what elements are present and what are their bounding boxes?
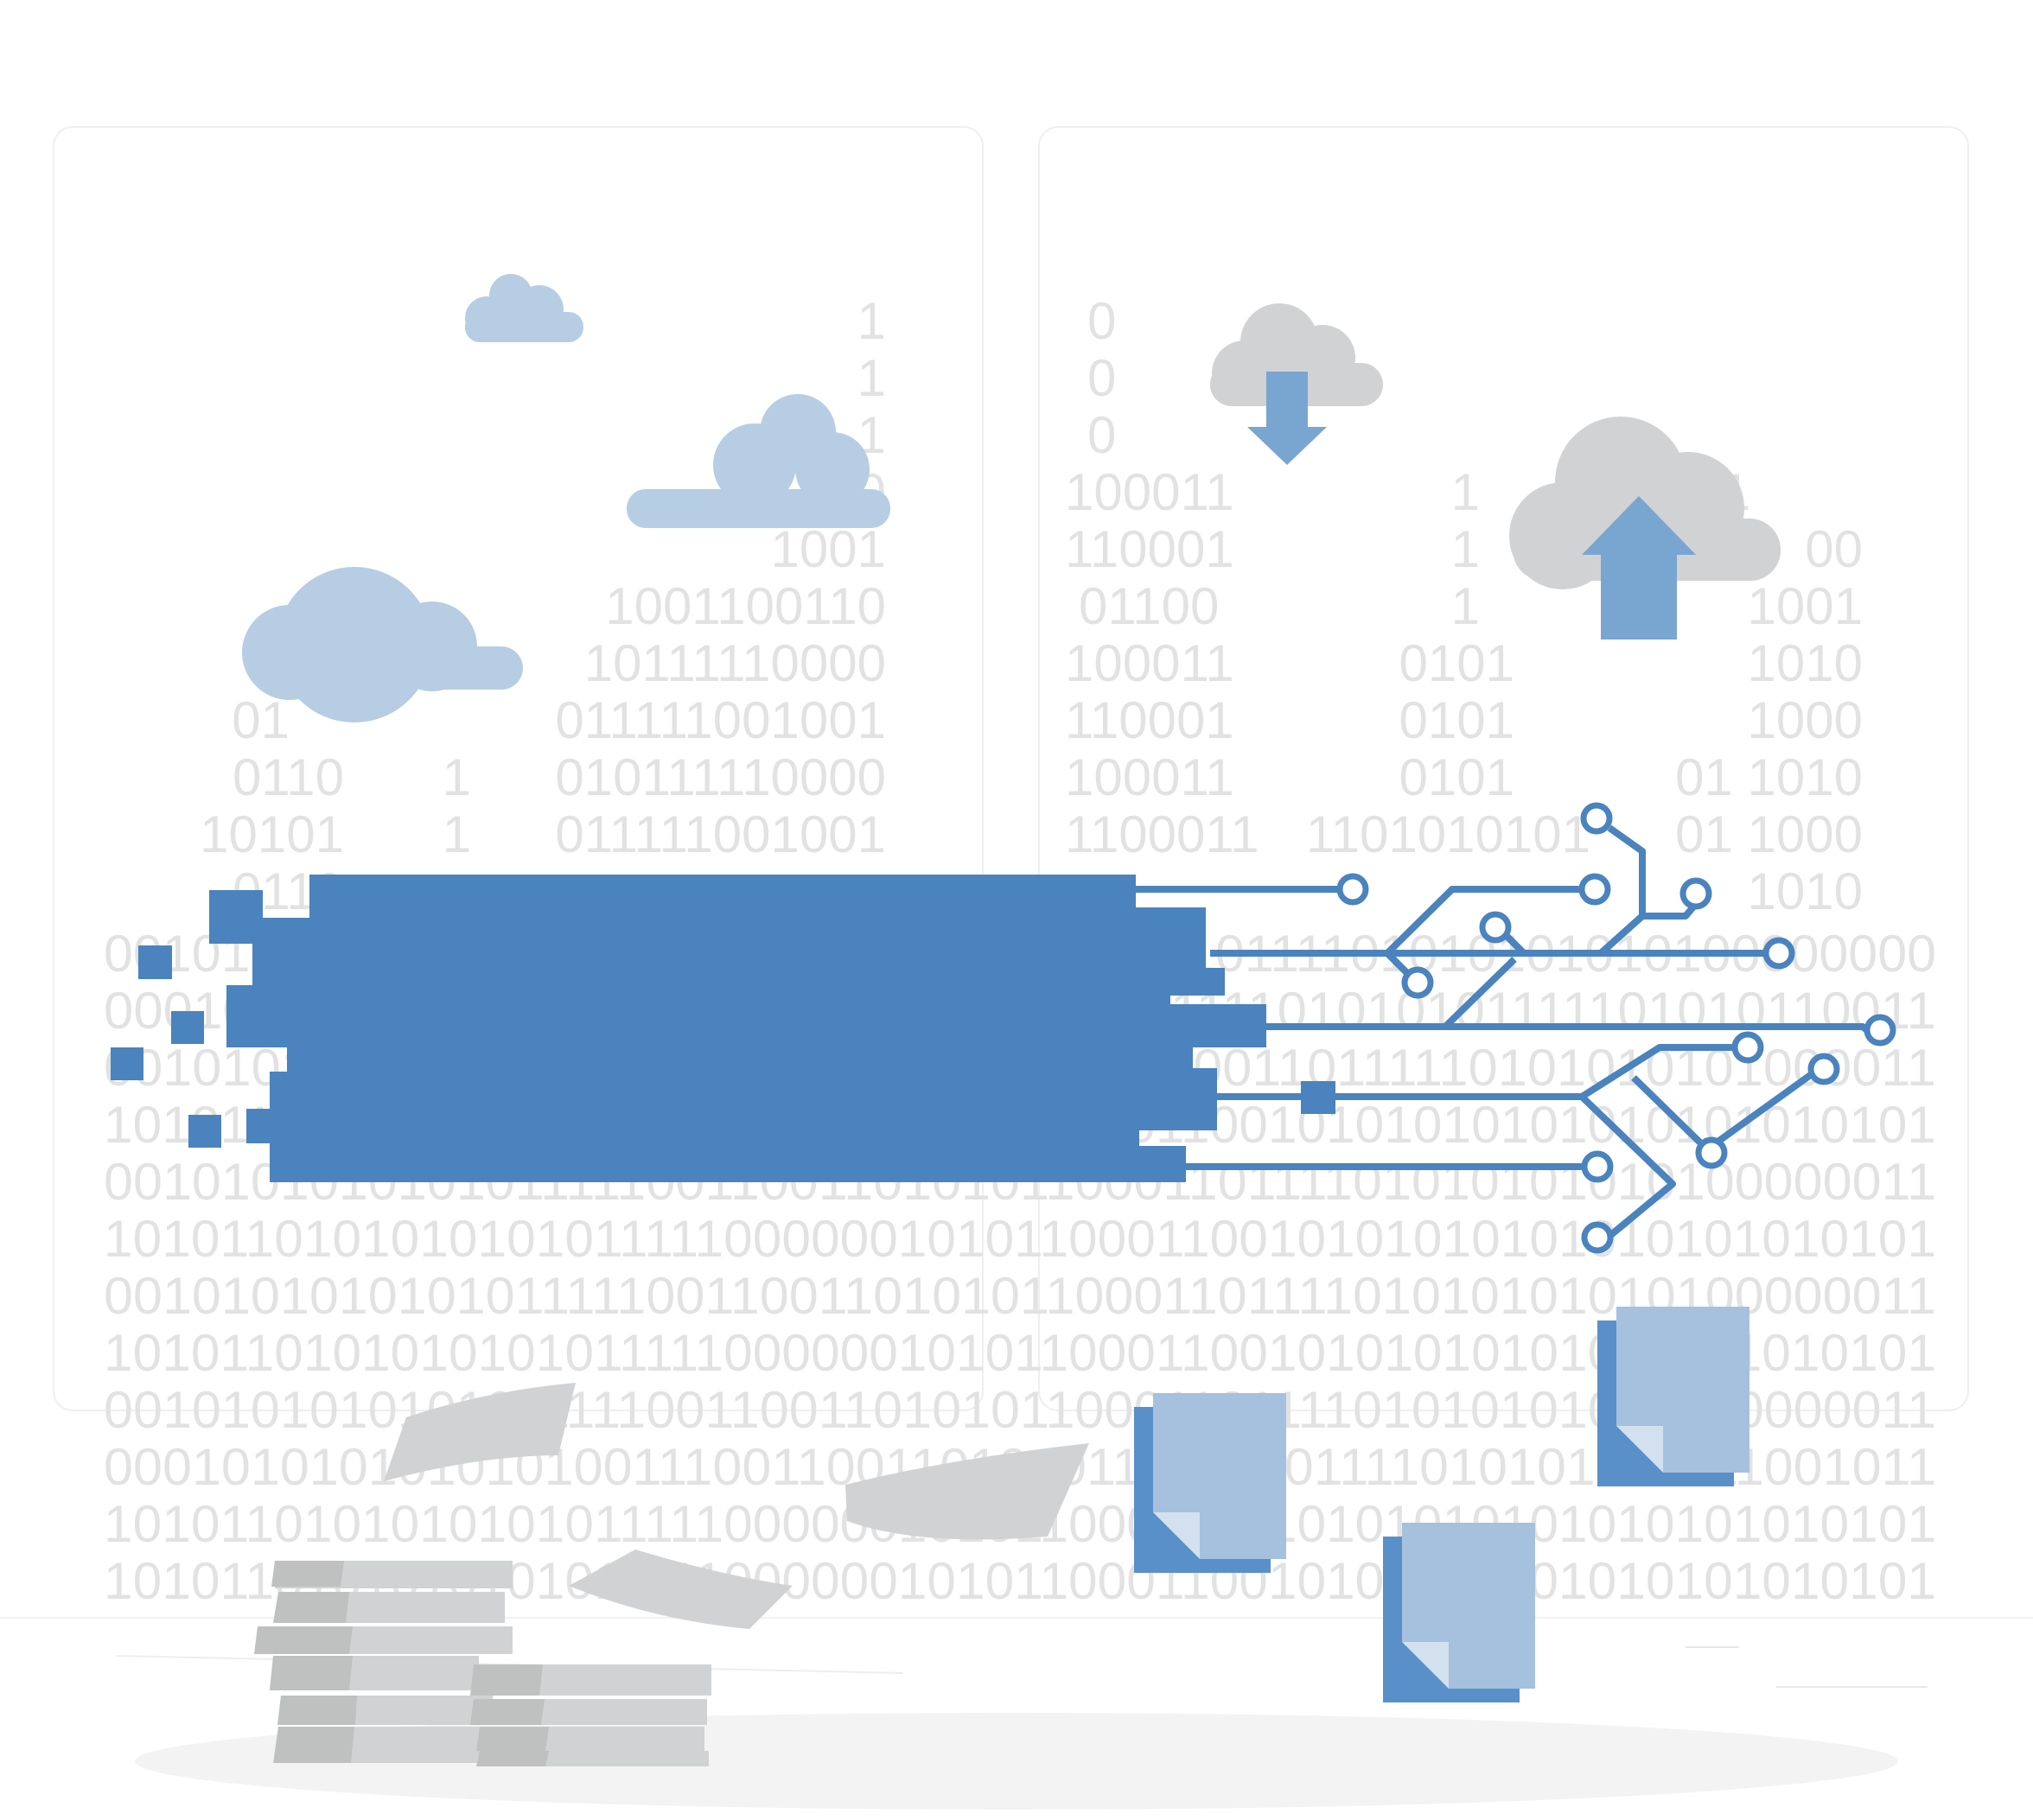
- circuit-node: [1479, 911, 1512, 944]
- left-clouds: [242, 274, 890, 722]
- circuit-node: [1336, 873, 1369, 906]
- paper-stack-icon: [254, 1561, 513, 1763]
- circuit-node: [1581, 1221, 1614, 1254]
- circuit-nodes: [1336, 802, 1896, 1254]
- document-icon: [1383, 1523, 1535, 1702]
- circuit-node: [1578, 873, 1611, 906]
- binary-line: 011111001001: [555, 805, 886, 863]
- paper-stack-icon: [470, 1664, 711, 1766]
- circuit-node: [1807, 1053, 1840, 1085]
- binary-line: 1: [443, 748, 471, 806]
- binary-line: 0: [1087, 292, 1116, 350]
- binary-line: 00: [1805, 520, 1863, 578]
- flying-paper: [569, 1550, 793, 1629]
- binary-line: 1: [857, 292, 886, 350]
- binary-line: 1: [1451, 520, 1480, 578]
- binary-line: 1000: [1748, 691, 1863, 749]
- binary-line: 0101: [1399, 634, 1514, 692]
- binary-line: 1: [1451, 463, 1480, 521]
- binary-line: 100011: [1065, 748, 1234, 806]
- binary-line: 1101010101: [1306, 805, 1590, 863]
- binary-line: 1: [1451, 577, 1480, 635]
- circuit-node: [1580, 802, 1613, 835]
- circuit-node: [1695, 1136, 1728, 1169]
- binary-line: 100011: [1065, 463, 1234, 521]
- cloud-upload-icon: [1509, 417, 1781, 640]
- binary-line: 01 1010: [1675, 748, 1863, 806]
- binary-line: 0110: [233, 748, 344, 806]
- binary-line: 0101: [1399, 748, 1514, 806]
- circuit-node: [1401, 966, 1434, 999]
- binary-right-column-c: 1 00 1001 1010 1000 01 1010 01 1000 1010: [1675, 463, 1863, 920]
- binary-line: 1: [443, 805, 471, 863]
- binary-line: 010111110000: [555, 748, 886, 806]
- binary-line: 0101: [1399, 691, 1514, 749]
- binary-row: 1010110101010101011111000000101011000110…: [104, 1210, 1936, 1268]
- circuit-node: [1581, 1150, 1614, 1183]
- cloud-download-icon: [1210, 303, 1383, 465]
- circuit-node: [1679, 877, 1712, 910]
- binary-line: 1010: [1748, 862, 1863, 920]
- binary-line: 01100: [1079, 577, 1219, 635]
- binary-line: 0: [1087, 406, 1116, 464]
- binary-line: 1100011: [1065, 805, 1259, 863]
- circuit-node: [1864, 1014, 1896, 1047]
- flying-papers: [384, 1383, 1089, 1629]
- binary-line: 10111110000: [584, 634, 886, 692]
- cloud-icon: [242, 567, 523, 722]
- binary-line: 10101: [200, 805, 344, 863]
- binary-line: 1001: [771, 520, 886, 578]
- binary-left-column: 1 1 1 0 1001 1001100110 10111110000 0111…: [555, 292, 886, 863]
- document-icon: [1134, 1393, 1286, 1573]
- binary-line: 01 1000: [1675, 805, 1863, 863]
- binary-line: 1001100110: [605, 577, 886, 635]
- binary-right-column-a: 0 0 0 100011 110001 01100 100011 110001 …: [1065, 292, 1259, 863]
- pixel-banner: [111, 875, 1335, 1182]
- binary-right-column-b: 1 1 1 0101 0101 0101 1101010101: [1306, 463, 1590, 863]
- binary-line: 011111001001: [555, 691, 886, 749]
- binary-line: 110001: [1065, 691, 1234, 749]
- circuit-trace: [1210, 1093, 1676, 1241]
- circuit-trace: [1598, 824, 1646, 956]
- binary-line: 0: [1087, 349, 1116, 407]
- binary-line: 01: [232, 691, 290, 749]
- circuit-node: [1731, 1031, 1764, 1064]
- flying-paper: [845, 1443, 1089, 1540]
- up-arrow: [1582, 496, 1696, 640]
- binary-line: 1: [857, 349, 886, 407]
- cloud-icon: [465, 274, 583, 342]
- binary-left-small-b: 1 1: [443, 748, 471, 863]
- binary-line: 110001: [1065, 520, 1234, 578]
- document-icon: [1597, 1307, 1749, 1486]
- circuit-node: [1762, 937, 1795, 970]
- binary-line: 1001: [1748, 577, 1863, 635]
- flying-paper: [384, 1383, 576, 1481]
- binary-line: 1010: [1748, 634, 1863, 692]
- binary-line: 100011: [1065, 634, 1234, 692]
- down-arrow: [1247, 372, 1327, 465]
- cloud-icon: [627, 394, 890, 528]
- circuit-trace: [1579, 1044, 1737, 1100]
